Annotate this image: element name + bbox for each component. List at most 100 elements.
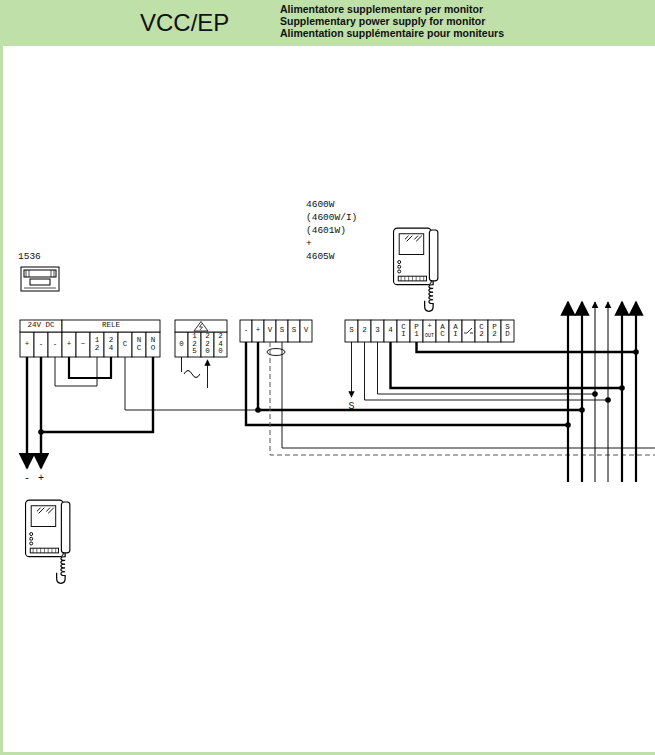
junction-dots-part bbox=[619, 385, 625, 391]
terminal-name: 4 bbox=[384, 320, 397, 342]
wires-part bbox=[267, 349, 285, 356]
junction-dots-part bbox=[579, 407, 585, 413]
wires-part bbox=[26, 357, 28, 468]
terminal-name: - bbox=[240, 320, 252, 342]
terminal-name: S bbox=[345, 320, 358, 342]
terminal-name-text: C2 bbox=[479, 324, 484, 339]
wires bbox=[27, 302, 655, 482]
junction-dots-part bbox=[592, 391, 598, 397]
terminal-name: + bbox=[423, 321, 436, 331]
junction-dots bbox=[38, 349, 639, 435]
wires-part bbox=[581, 302, 583, 482]
terminal-strips-part bbox=[449, 320, 462, 342]
terminal-group-name: 24V DC bbox=[20, 320, 62, 332]
model-number: (4600W/I) bbox=[306, 211, 382, 224]
terminal-name-text: 12 bbox=[95, 337, 100, 352]
terminal-name: 0 bbox=[175, 332, 188, 357]
terminal-name: C bbox=[118, 332, 132, 357]
junction-dots-part bbox=[38, 429, 44, 435]
terminal-strips-part bbox=[300, 320, 312, 342]
wires-part bbox=[125, 357, 258, 410]
terminal-strips-part bbox=[397, 320, 410, 342]
terminal-name: 220 bbox=[201, 332, 214, 357]
wires-part bbox=[207, 360, 208, 388]
wires-part bbox=[391, 342, 623, 388]
terminal-name: 2 bbox=[358, 320, 371, 342]
terminal-name-text: P1 bbox=[414, 324, 419, 339]
terminal-strips-part bbox=[48, 332, 62, 357]
terminal-name: S bbox=[276, 320, 288, 342]
terminal-strips-part bbox=[20, 332, 34, 357]
terminal-strips-part bbox=[132, 332, 146, 357]
device-icons-part bbox=[394, 228, 438, 311]
terminal-name: P2 bbox=[488, 320, 501, 342]
terminal-name-text: 125 bbox=[192, 333, 197, 356]
device-icons-part bbox=[21, 267, 59, 291]
subtitle: Alimentatore supplementare per monitor bbox=[280, 3, 650, 16]
terminal-strips-part bbox=[175, 332, 188, 357]
terminal-strips-part bbox=[371, 320, 384, 342]
terminal-name-text: AC bbox=[440, 324, 445, 339]
terminal-name-text: AI bbox=[453, 324, 458, 339]
terminal-name: 12 bbox=[90, 332, 104, 357]
terminal-name: OUT bbox=[423, 331, 436, 341]
wires-part bbox=[55, 357, 97, 386]
terminal-strips-part bbox=[20, 320, 62, 332]
wires-part bbox=[621, 302, 623, 482]
terminal-strips-part bbox=[462, 320, 475, 342]
power-supply-unit: 1536 bbox=[18, 250, 68, 263]
header-band-part bbox=[0, 752, 655, 755]
wire-label: S bbox=[345, 401, 358, 413]
terminal-strips-part bbox=[345, 320, 358, 342]
terminal-strips-part bbox=[90, 332, 104, 357]
terminal-strips-part bbox=[201, 332, 214, 357]
terminal-name-text: P2 bbox=[492, 324, 497, 339]
terminal-strips-part bbox=[410, 320, 423, 342]
wires-part bbox=[365, 342, 609, 400]
junction-dots-part bbox=[605, 397, 611, 403]
terminal-strips-part bbox=[475, 320, 488, 342]
terminal-strips-part bbox=[188, 332, 201, 357]
subtitle: Supplementary power supply for monitor bbox=[280, 15, 650, 28]
terminal-name-text: NO bbox=[151, 337, 156, 352]
wires-part bbox=[184, 371, 200, 378]
wires-part bbox=[378, 342, 596, 394]
wires-part bbox=[181, 357, 182, 372]
terminal-name: S bbox=[288, 320, 300, 342]
terminal-strips-part bbox=[464, 328, 473, 333]
terminal-name: CI bbox=[397, 320, 410, 342]
terminal-strips-part bbox=[501, 320, 514, 342]
terminal-name: AI bbox=[449, 320, 462, 342]
terminal-name: 125 bbox=[188, 332, 201, 357]
terminal-name: V bbox=[264, 320, 276, 342]
terminal-name: - bbox=[34, 332, 48, 357]
terminal-name: + bbox=[252, 320, 264, 342]
terminal-strips-part bbox=[62, 332, 76, 357]
wires-part bbox=[567, 302, 569, 482]
terminal-name-text: CI bbox=[401, 324, 406, 339]
terminal-name-text: NC bbox=[137, 337, 142, 352]
terminal-name-text: 220 bbox=[205, 333, 210, 356]
terminal-strips-part bbox=[62, 320, 160, 332]
terminal-name: AC bbox=[436, 320, 449, 342]
terminal-strips-part bbox=[488, 320, 501, 342]
wires-part bbox=[246, 342, 568, 425]
wires-part bbox=[282, 342, 655, 448]
device-icons bbox=[21, 228, 438, 583]
wire-label: + bbox=[35, 473, 47, 485]
terminal-name: 240 bbox=[214, 332, 227, 357]
header-band-part bbox=[0, 0, 655, 46]
terminal-strips-part bbox=[118, 332, 132, 357]
terminal-strips-part bbox=[264, 320, 276, 342]
model-number: + bbox=[306, 237, 382, 250]
terminal-strips-part bbox=[240, 320, 252, 342]
terminal-strips-part bbox=[436, 320, 449, 342]
terminal-strips-part bbox=[423, 320, 436, 342]
terminal-strips-part bbox=[194, 322, 208, 332]
junction-dots-part bbox=[565, 422, 571, 428]
terminal-strips-part bbox=[76, 332, 90, 357]
model-number: 4600W bbox=[306, 198, 382, 211]
